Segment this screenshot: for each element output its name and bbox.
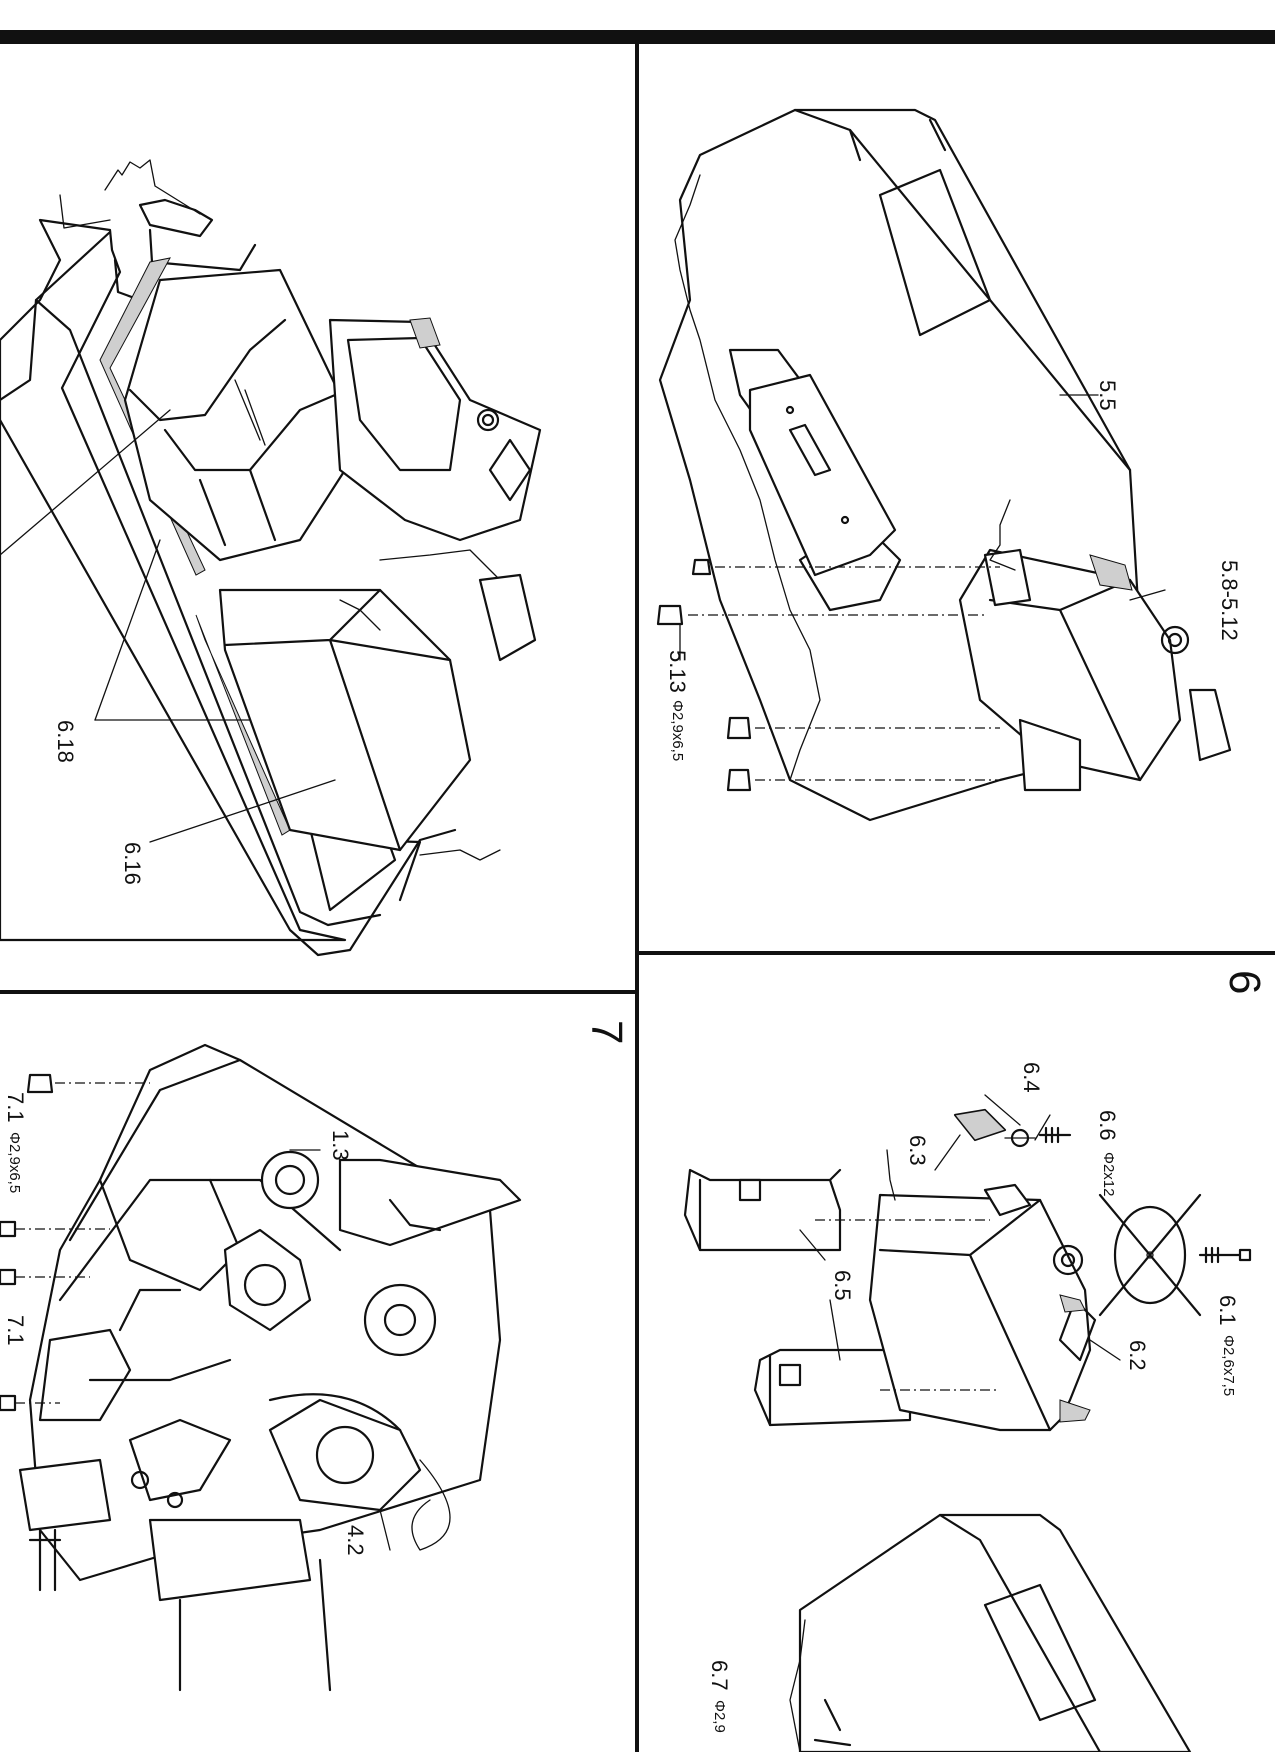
leader-6-2: [1089, 1339, 1121, 1361]
leader-6-16: [149, 779, 336, 843]
leader-6-5-a: [799, 1229, 826, 1261]
foam-block-drawing: [683, 1168, 914, 1427]
callout-6-6-dim: Φ2x12: [1100, 1152, 1117, 1197]
callout-7-1-a: 7.1: [3, 1092, 28, 1123]
callout-7-1-a-dim: Φ2,9x6,5: [6, 1132, 23, 1193]
callout-1-3: 1.3: [328, 1130, 353, 1161]
callout-5-5: 5.5: [1095, 380, 1120, 411]
callout-6-7-dim: Φ2,9: [711, 1700, 728, 1733]
panel-frame: [0, 30, 1275, 1752]
leader-4-2: [379, 1509, 391, 1551]
callout-4-2: 4.2: [343, 1525, 368, 1556]
servo-horn-drawing: [1098, 1193, 1202, 1317]
servo-drawing: [958, 499, 1232, 792]
callout-6-1-dim: Φ2,6x7,5: [1220, 1335, 1237, 1396]
callout-6-1: 6.1: [1215, 1295, 1240, 1326]
callout-6-16: 6.16: [120, 842, 145, 885]
leader-6-3: [934, 1134, 961, 1171]
servo-drawing: [328, 317, 542, 542]
leader-6-18-b: [94, 539, 161, 721]
small-parts-drawing: [886, 1108, 1252, 1264]
receiver-box-drawing: [218, 549, 537, 861]
panel-top-left: 6.18 6.16: [0, 159, 542, 957]
callout-7-1-b: 7.1: [3, 1315, 28, 1346]
leader-6-4: [984, 1094, 1021, 1126]
screws-drawing: [656, 558, 1000, 792]
callout-6-5: 6.5: [830, 1270, 855, 1301]
battery-pack-drawing: [123, 268, 347, 562]
panel-top-right: 5.5 5.8-5.12 5.13 Φ2,9x6,5: [656, 108, 1242, 822]
callout-6-3: 6.3: [905, 1135, 930, 1166]
step-number-6: 6: [1220, 970, 1269, 994]
mechanism-drawing: [18, 1043, 522, 1692]
leader-6-5-b: [829, 1299, 841, 1361]
callout-6-4: 6.4: [1019, 1062, 1044, 1093]
leader-5-8: [1129, 589, 1166, 601]
callout-6-7: 6.7: [707, 1660, 732, 1691]
screws-drawing: [0, 1073, 150, 1412]
callout-5-13: 5.13: [665, 650, 690, 693]
callout-5-13-dim: Φ2,9x6,5: [669, 700, 686, 761]
leader-6-6: [1034, 1114, 1051, 1141]
foam-pad-drawing: [99, 257, 206, 576]
callout-6-2: 6.2: [1125, 1340, 1150, 1371]
callout-6-6: 6.6: [1095, 1110, 1120, 1141]
servo-drawing: [868, 1193, 1097, 1432]
fuselage-partial-drawing: [789, 1513, 1192, 1752]
leader-6-18-a: [0, 409, 171, 556]
callout-5-8-5-12: 5.8-5.12: [1217, 560, 1242, 641]
panel-bottom-right: 6: [683, 970, 1269, 1752]
step-number-7: 7: [582, 1020, 631, 1044]
callout-6-18: 6.18: [53, 720, 78, 763]
panel-bottom-left: 7: [0, 1020, 631, 1692]
